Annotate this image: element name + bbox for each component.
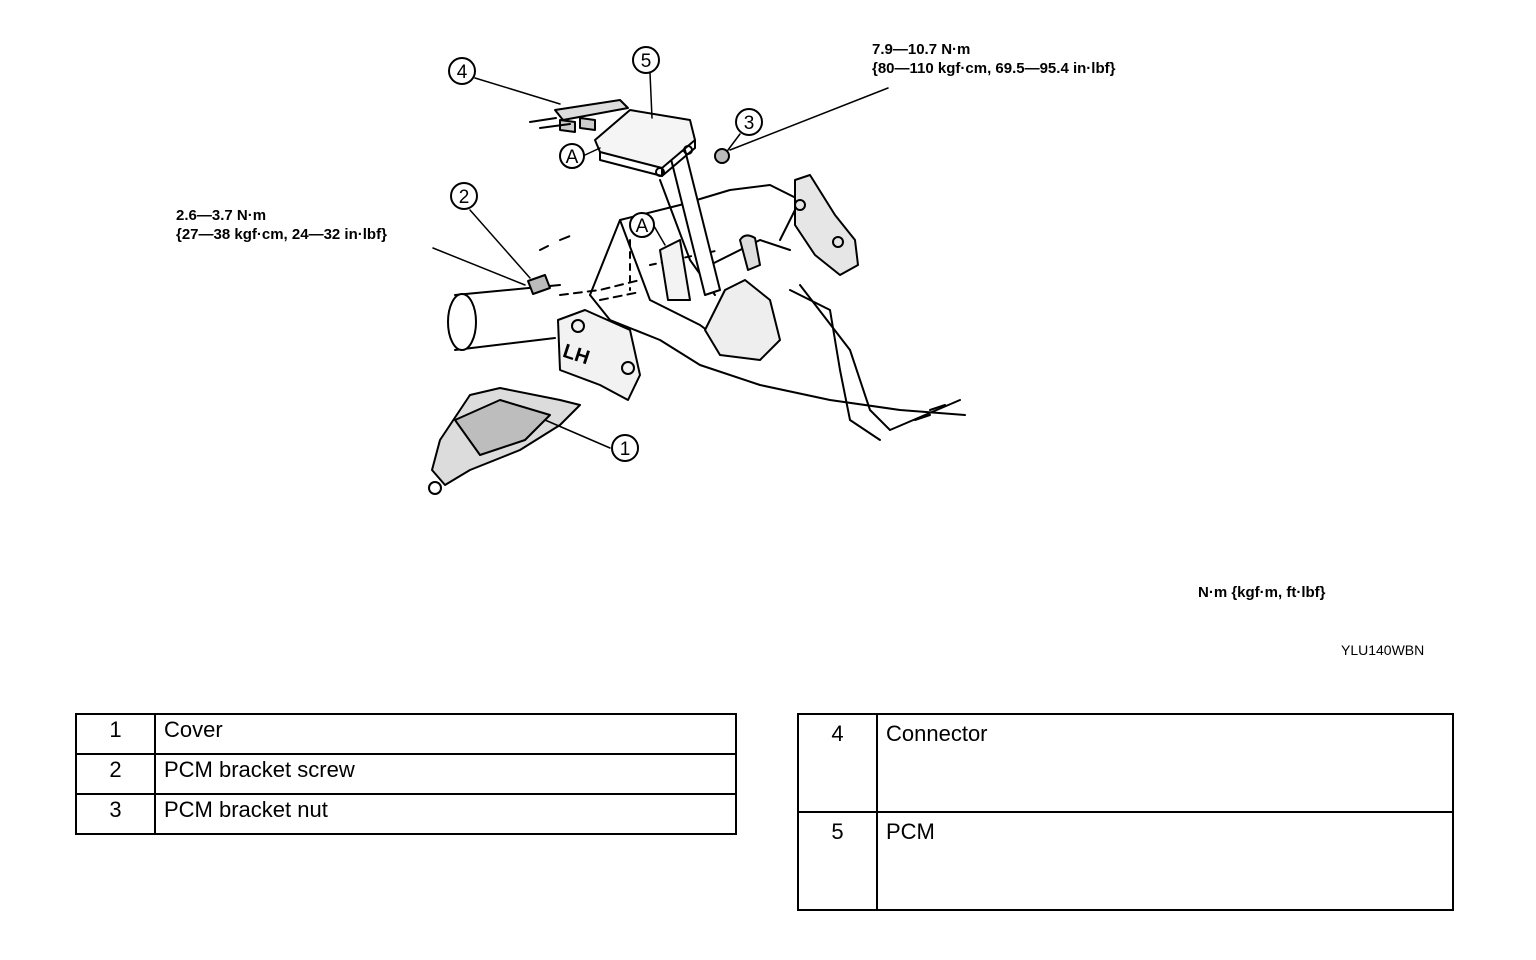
svg-text:A: A [636,216,649,237]
svg-text:2: 2 [459,187,470,208]
nut-torque-line1: 7.9—10.7 N·m [872,41,971,58]
legend-table-left: 1 Cover 2 PCM bracket screw 3 PCM bracke… [75,713,737,835]
screw-torque-line2: {27—38 kgf·cm, 24—32 in·lbf} [176,226,387,243]
callout-a-upper: A [559,143,585,169]
callout-5: 5 [632,46,660,74]
nut-torque-spec: 7.9—10.7 N·m {80—110 kgf·cm, 69.5—95.4 i… [872,40,1115,78]
callout-3: 3 [735,108,763,136]
right-side-bracket-shape [794,174,859,276]
instrument-panel-lower-shape [589,179,966,441]
legend-row: 4 Connector [797,713,1454,813]
lh-bracket-plate-shape [557,309,641,401]
legend-label: PCM bracket nut [154,793,737,835]
connector-shape [529,99,629,133]
svg-text:1: 1 [620,439,631,460]
callout-4: 4 [448,57,476,85]
callout-a-lower: A [629,212,655,238]
legend-row: 3 PCM bracket nut [75,793,737,835]
pcm-module-shape [594,109,696,177]
steering-column-shape [447,233,576,351]
nut-torque-line2: {80—110 kgf·cm, 69.5—95.4 in·lbf} [872,60,1116,77]
legend-number: 1 [75,713,156,755]
svg-text:3: 3 [744,113,755,134]
svg-text:4: 4 [457,62,468,83]
legend-number: 4 [797,713,878,813]
callout-1: 1 [611,434,639,462]
leader-lines [432,72,889,449]
legend-row: 1 Cover [75,713,737,755]
callout-2: 2 [450,182,478,210]
exploded-view-diagram: 1 2 3 4 5 A A LH [428,46,966,495]
cover-shape [428,387,581,495]
svg-text:5: 5 [641,51,652,72]
legend-row: 5 PCM [797,811,1454,911]
svg-text:A: A [566,147,579,168]
units-note: N·m {kgf·m, ft·lbf} [1198,584,1326,601]
legend-number: 5 [797,811,878,911]
figure-code: YLU140WBN [1341,642,1425,658]
bracket-screw-shape [527,274,551,295]
legend-label: Connector [876,713,1454,813]
legend-row: 2 PCM bracket screw [75,753,737,795]
screw-torque-spec: 2.6—3.7 N·m {27—38 kgf·cm, 24—32 in·lbf} [176,206,387,244]
legend-label: PCM bracket screw [154,753,737,795]
legend-label: Cover [154,713,737,755]
legend-number: 2 [75,753,156,795]
legend-label: PCM [876,811,1454,911]
bracket-nut-shape [714,148,730,164]
legend-table-right: 4 Connector 5 PCM [797,713,1454,911]
legend-number: 3 [75,793,156,835]
screw-torque-line1: 2.6—3.7 N·m [176,207,267,224]
